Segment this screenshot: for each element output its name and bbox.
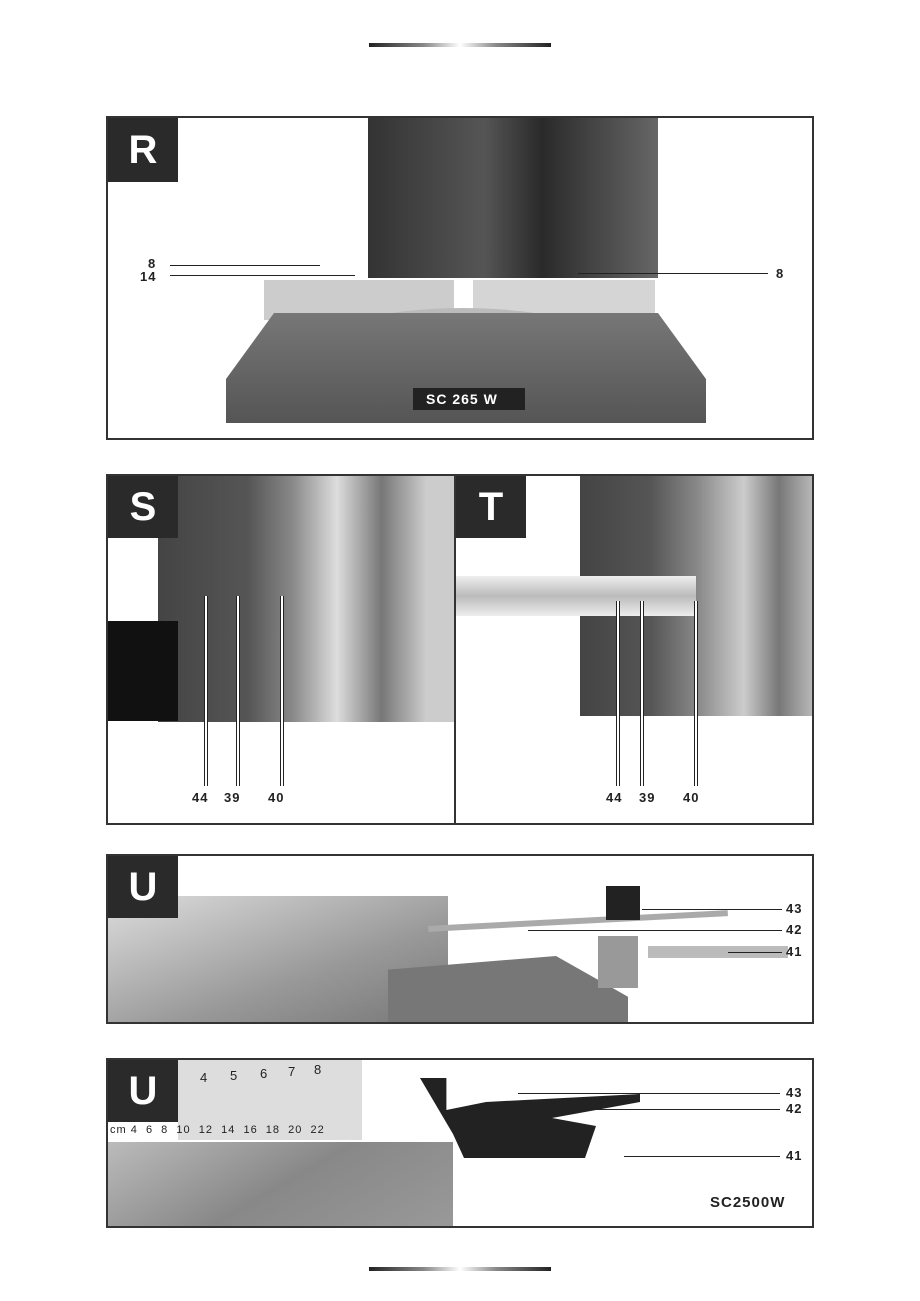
figure-u-1: U 43 42 41 — [106, 854, 814, 1024]
figure-label: R — [108, 118, 178, 182]
leader-line — [728, 952, 782, 953]
callout-39: 39 — [639, 790, 656, 805]
top-decorative-rule — [369, 43, 551, 47]
callout-44: 44 — [192, 790, 209, 805]
callout-40: 40 — [683, 790, 700, 805]
nameplate — [413, 388, 525, 410]
bottom-decorative-rule — [369, 1267, 551, 1271]
callout-14: 14 — [140, 269, 157, 284]
length-stop-assembly — [420, 1078, 640, 1158]
callout-43: 43 — [786, 901, 803, 916]
leader-line — [578, 273, 768, 274]
callout-8-left: 8 — [148, 256, 157, 271]
leader-line — [624, 1156, 780, 1157]
ruler-top-7: 7 — [288, 1064, 297, 1079]
leader-line — [170, 265, 320, 266]
ruler-top-5: 5 — [230, 1068, 239, 1083]
leader-line — [640, 601, 644, 786]
callout-43: 43 — [786, 1085, 803, 1100]
callout-41: 41 — [786, 944, 803, 959]
motor-block — [108, 621, 178, 721]
figure-label: S — [108, 476, 178, 538]
extension-rod — [428, 910, 728, 932]
leader-line — [616, 601, 620, 786]
ruler-scale — [178, 1060, 362, 1140]
length-stop — [606, 886, 640, 920]
figure-label: U — [108, 1060, 178, 1122]
figure-u-2: U 4 5 6 7 8 cm 4 6 8 10 12 14 16 18 20 2… — [106, 1058, 814, 1228]
leader-line — [170, 275, 355, 276]
figure-label: U — [108, 856, 178, 918]
leader-line — [518, 1093, 780, 1094]
ruler-top-6: 6 — [260, 1066, 269, 1081]
saw-head-photo — [368, 118, 658, 278]
callout-41: 41 — [786, 1148, 803, 1163]
model-label: SC2500W — [710, 1194, 786, 1211]
leader-line — [642, 909, 782, 910]
leader-line — [280, 596, 284, 786]
callout-39: 39 — [224, 790, 241, 805]
callout-8-right: 8 — [776, 266, 785, 281]
leader-line — [204, 596, 208, 786]
callout-40: 40 — [268, 790, 285, 805]
callout-42: 42 — [786, 922, 803, 937]
figure-s: S 44 39 40 — [106, 474, 456, 825]
ruler-top-4: 4 — [200, 1070, 209, 1085]
figure-r: R SC 265 W 8 14 8 — [106, 116, 814, 440]
workpiece-bar — [456, 576, 696, 616]
figure-label: T — [456, 476, 526, 538]
saw-base-photo — [108, 1142, 453, 1226]
callout-44: 44 — [606, 790, 623, 805]
callout-42: 42 — [786, 1101, 803, 1116]
leader-line — [694, 601, 698, 786]
nameplate-text: SC 265 W — [426, 391, 498, 407]
leader-line — [236, 596, 240, 786]
figure-t: T 44 39 40 — [454, 474, 814, 825]
support-bracket — [598, 936, 638, 988]
leader-line — [540, 1109, 780, 1110]
ruler-top-8: 8 — [314, 1062, 323, 1077]
extension-rail — [648, 946, 788, 958]
blade-guard-photo — [158, 476, 454, 722]
leader-line — [528, 930, 782, 931]
ruler-bottom-scale: cm 4 6 8 10 12 14 16 18 20 22 — [110, 1124, 325, 1136]
